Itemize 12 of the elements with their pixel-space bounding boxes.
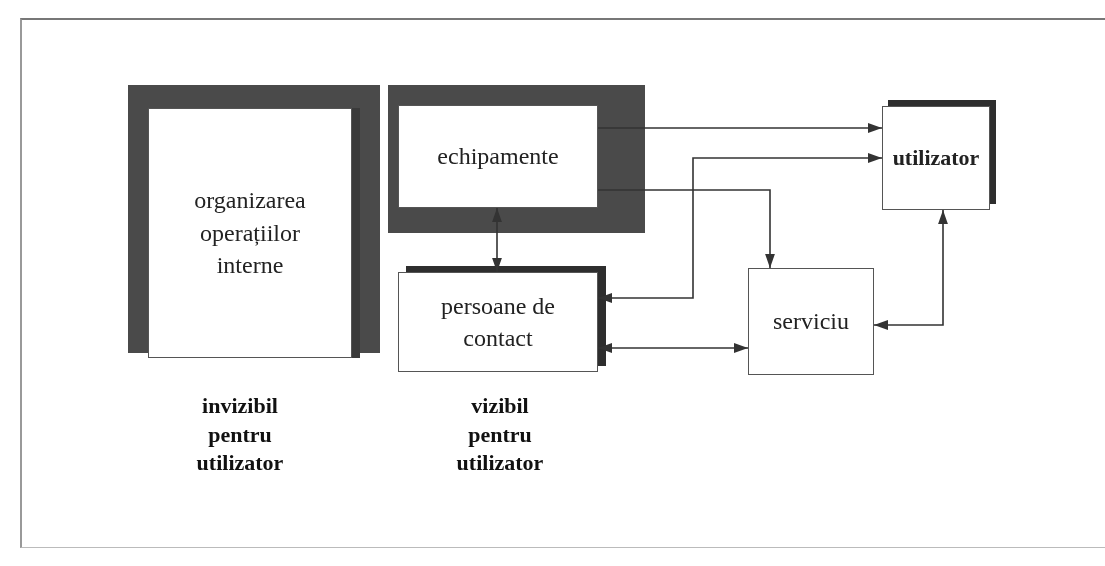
box-text: organizarea operațiilor interne [193, 186, 307, 281]
arrow [597, 189, 776, 269]
caption-text: vizibil pentru utilizator [455, 392, 545, 478]
arrow [873, 209, 949, 331]
box-text: utilizator [892, 144, 980, 173]
text-box [398, 105, 598, 208]
arrow [597, 122, 883, 134]
box-text: serviciu [773, 307, 849, 337]
box-text: echipamente [437, 142, 559, 172]
text-box [748, 268, 874, 375]
caption-text: invizibil pentru utilizator [195, 392, 285, 478]
box-text: persoane de contact [440, 291, 556, 353]
